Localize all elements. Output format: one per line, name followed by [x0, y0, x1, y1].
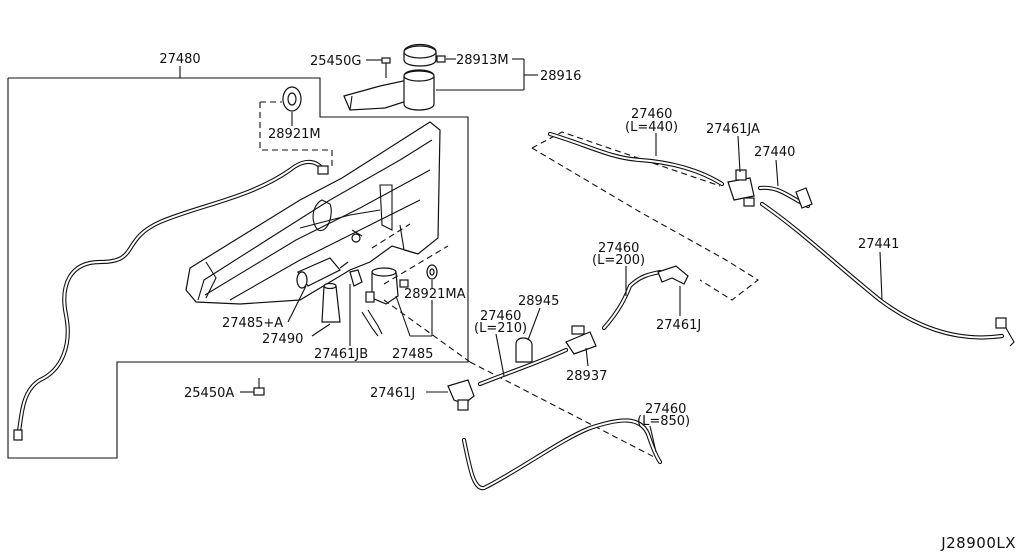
joint-27461J-right	[657, 265, 689, 285]
label-27461JB: 27461JB	[314, 347, 368, 362]
label-28921MA: 28921MA	[404, 287, 466, 302]
filter-27490	[321, 282, 341, 323]
hose-27440	[757, 185, 813, 209]
hose-27460-L200	[601, 269, 663, 331]
label-27460-440: 27460	[631, 107, 672, 122]
clip-28945	[515, 337, 533, 363]
tank-inner-hose	[13, 159, 329, 441]
filler-neck	[343, 43, 446, 111]
pump-27485	[365, 267, 409, 305]
joint-27461J-left	[447, 379, 475, 411]
label-27460-210: 27460	[480, 309, 521, 324]
joint-27461JB	[349, 269, 383, 337]
label-27440: 27440	[754, 145, 795, 160]
label-27460-850-length: (L=850)	[637, 414, 690, 429]
label-28937: 28937	[566, 369, 607, 384]
grommet-28921M	[282, 86, 302, 112]
label-25450G: 25450G	[310, 54, 361, 69]
label-28921M: 28921M	[268, 127, 321, 142]
hose-27441	[759, 201, 1015, 347]
bolt-25450G	[381, 57, 391, 78]
label-27460-200: 27460	[598, 241, 639, 256]
pump-27485A	[296, 257, 349, 289]
label-27461J-left: 27461J	[370, 386, 415, 401]
label-27461JA: 27461JA	[706, 122, 760, 137]
label-25450A: 25450A	[184, 386, 234, 401]
bolt-25450A	[253, 378, 265, 396]
diagram-code: J28900LX	[940, 534, 1016, 552]
label-27461J-right: 27461J	[656, 318, 701, 333]
label-27485: 27485	[392, 347, 433, 362]
grommet-28921MA	[426, 264, 438, 280]
joint-27461JA	[727, 169, 755, 207]
label-27490: 27490	[262, 332, 303, 347]
label-27460-440-length: (L=440)	[625, 120, 678, 135]
label-28916: 28916	[540, 69, 581, 84]
label-27460-850: 27460	[645, 402, 686, 417]
hose-27460-L850	[461, 418, 663, 491]
leader-lines	[240, 58, 883, 453]
hose-27460-L440	[547, 131, 725, 187]
check-valve-28937	[565, 325, 597, 355]
label-27441: 27441	[858, 237, 899, 252]
label-27480: 27480	[159, 52, 200, 67]
washer-tank	[185, 121, 441, 305]
label-27485A: 27485+A	[222, 316, 283, 331]
label-28945: 28945	[518, 294, 559, 309]
label-27460-210-length: (L=210)	[474, 321, 527, 336]
label-28913M: 28913M	[456, 53, 509, 68]
assembly-outline-27480	[7, 66, 469, 459]
hose-27460-L210	[477, 347, 569, 387]
label-27460-200-length: (L=200)	[592, 253, 645, 268]
